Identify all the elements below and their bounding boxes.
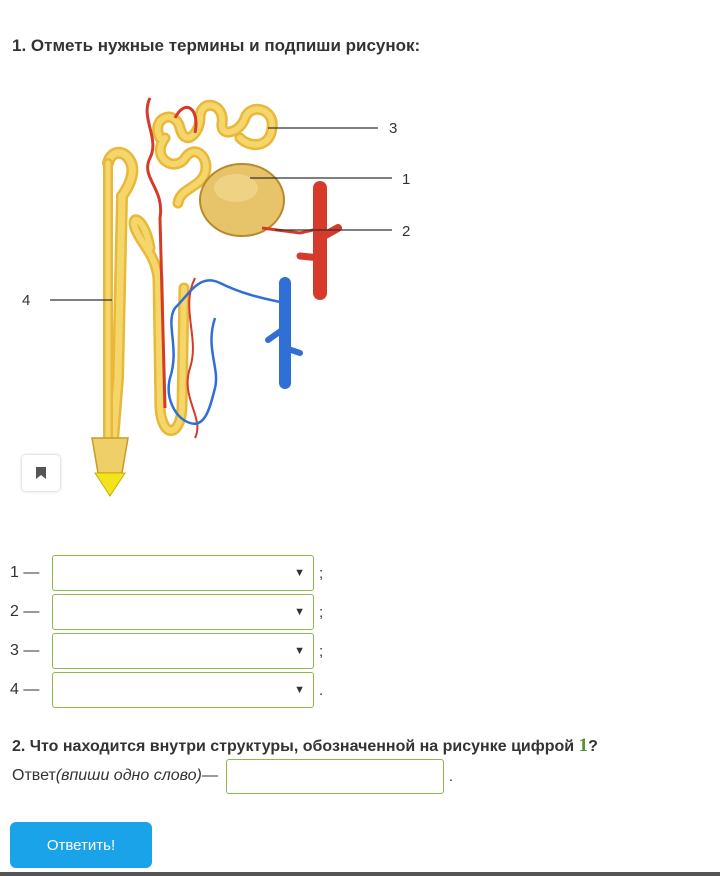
term-dropdown-2[interactable]: ▼ <box>52 594 314 630</box>
row-number: 3 — <box>10 642 40 659</box>
answer-dash: — <box>201 767 218 784</box>
nephron-figure: 3 1 2 4 <box>0 78 440 508</box>
term-dropdown-1[interactable]: ▼ <box>52 555 314 591</box>
row-punctuation: ; <box>319 603 324 621</box>
submit-button[interactable]: Ответить! <box>10 822 152 868</box>
row-punctuation: . <box>319 681 324 699</box>
figure-label-2: 2 <box>402 223 410 240</box>
term-dropdown-4[interactable]: ▼ <box>52 672 314 708</box>
row-punctuation: ; <box>319 564 324 582</box>
answer-row-4: 4 — ▼ . <box>10 671 323 709</box>
triangle-down-icon: ▼ <box>294 567 305 579</box>
triangle-down-icon: ▼ <box>294 684 305 696</box>
triangle-down-icon: ▼ <box>294 606 305 618</box>
figure-label-4: 4 <box>22 292 30 309</box>
question-1-title: 1. Отметь нужные термины и подпиши рисун… <box>12 36 421 55</box>
triangle-down-icon: ▼ <box>294 645 305 657</box>
answer-row-3: 3 — ▼ ; <box>10 632 323 670</box>
figure-label-1: 1 <box>402 171 410 188</box>
row-number: 4 — <box>10 681 40 698</box>
bookmark-button[interactable] <box>22 455 60 491</box>
question-2-mark: ? <box>588 738 598 755</box>
bookmark-icon <box>36 467 46 479</box>
row-punctuation: ; <box>319 642 324 660</box>
answer-punctuation: . <box>448 767 454 785</box>
question-2-text: 2. Что находится внутри структуры, обозн… <box>12 738 579 755</box>
bottom-bar <box>0 872 720 876</box>
figure-label-3: 3 <box>389 120 397 137</box>
term-dropdown-3[interactable]: ▼ <box>52 633 314 669</box>
question-2-title: 2. Что находится внутри структуры, обозн… <box>12 735 598 757</box>
answer-row-1: 1 — ▼ ; <box>10 554 323 592</box>
question-2-digit: 1 <box>578 735 589 756</box>
answer-input[interactable] <box>225 758 444 794</box>
answer-line: Ответ (впиши одно слово) — . <box>12 758 453 794</box>
answer-hint: (впиши одно слово) <box>55 767 202 784</box>
answer-row-2: 2 — ▼ ; <box>10 593 323 631</box>
row-number: 1 — <box>10 564 40 581</box>
answer-label: Ответ <box>12 767 56 784</box>
row-number: 2 — <box>10 603 40 620</box>
